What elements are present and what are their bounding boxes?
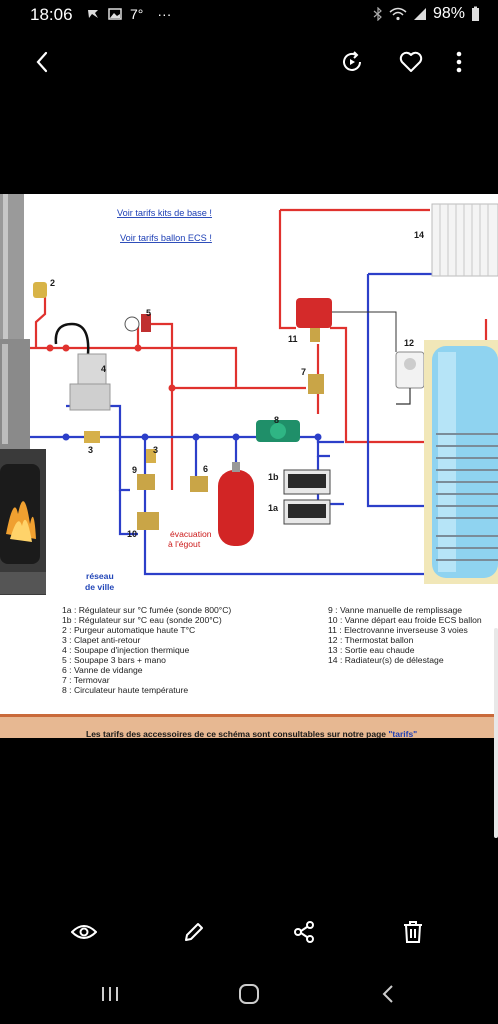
- remaster-button[interactable]: [330, 40, 374, 84]
- wifi-icon: [389, 7, 407, 21]
- reseau-label-1: réseau: [86, 571, 114, 581]
- label-12: 12: [404, 338, 414, 348]
- recents-icon: [102, 987, 118, 1001]
- legend-item: 3 : Clapet anti-retour: [62, 635, 140, 645]
- label-5: 5: [146, 308, 151, 318]
- legend-item: 11 : Electrovanne inverseuse 3 voies: [328, 625, 468, 635]
- hot-water-tank: [424, 340, 498, 584]
- legend-item: 9 : Vanne manuelle de remplissage: [328, 605, 462, 615]
- legend-item: 14 : Radiateur(s) de délestage: [328, 655, 444, 665]
- evacuation-label-2: à l'égout: [168, 539, 201, 549]
- air-vent-2: [33, 282, 47, 298]
- label-1a: 1a: [268, 503, 279, 513]
- label-3a: 3: [88, 445, 93, 455]
- label-3b: 3: [153, 445, 158, 455]
- viewer-top-bar: [0, 40, 498, 84]
- label-10: 10: [127, 529, 137, 539]
- home-button[interactable]: [227, 974, 271, 1014]
- pipe-junctions: [46, 344, 322, 441]
- bluetooth-icon: [373, 7, 382, 21]
- legend-right: 9 : Vanne manuelle de remplissage 10 : V…: [328, 605, 482, 665]
- heating-schematic: Voir tarifs kits de base ! Voir tarifs b…: [0, 194, 498, 738]
- back-arrow-icon: [36, 51, 48, 73]
- pressure-gauge-5: [124, 316, 140, 332]
- battery-icon: [472, 6, 479, 21]
- notification-icons: 7° ···: [86, 6, 171, 22]
- status-bar: 18:06 7° ··· 98%: [0, 0, 498, 32]
- check-valve-3b: [146, 449, 156, 463]
- radiator-14: [431, 203, 498, 277]
- back-nav-button[interactable]: [366, 974, 410, 1014]
- legend-item: 1a : Régulateur sur °C fumée (sonde 800°…: [62, 605, 231, 615]
- more-vert-icon: [456, 51, 462, 73]
- pencil-icon: [185, 923, 203, 941]
- back-button[interactable]: [20, 40, 64, 84]
- legend-item: 6 : Vanne de vidange: [62, 665, 143, 675]
- edit-button[interactable]: [172, 910, 216, 954]
- legend-item: 4 : Soupape d'injection thermique: [62, 645, 190, 655]
- viewer-bottom-bar: [0, 904, 498, 960]
- battery-level: 98%: [432, 5, 465, 22]
- legend-item: 5 : Soupape 3 bars + mano: [62, 655, 166, 665]
- legend-item: 1b : Régulateur sur °C eau (sonde 200°C): [62, 615, 222, 625]
- heart-icon: [399, 51, 423, 72]
- ecs-valve-10: [137, 512, 159, 530]
- home-icon: [239, 984, 259, 1004]
- more-options-button[interactable]: [437, 40, 481, 84]
- termovar-7: [308, 374, 324, 394]
- scroll-indicator[interactable]: [494, 628, 498, 838]
- label-11: 11: [288, 334, 298, 344]
- label-9: 9: [132, 465, 137, 475]
- delete-button[interactable]: [391, 910, 435, 954]
- legend-item: 13 : Sortie eau chaude: [328, 645, 415, 655]
- reseau-label-2: de ville: [85, 582, 114, 592]
- footer-text-main: Les tarifs des accessoires de ce schéma …: [86, 729, 388, 738]
- fan-icon: [88, 10, 98, 18]
- share-icon: [294, 921, 314, 943]
- label-4: 4: [101, 364, 106, 374]
- footer-text: Les tarifs des accessoires de ce schéma …: [86, 729, 417, 738]
- label-8: 8: [274, 415, 279, 425]
- label-1b: 1b: [268, 472, 279, 482]
- share-button[interactable]: [282, 910, 326, 954]
- recents-button[interactable]: [88, 974, 132, 1014]
- label-2: 2: [50, 278, 55, 288]
- label-7: 7: [301, 367, 306, 377]
- expansion-vessel: [218, 470, 254, 546]
- photo-view[interactable]: Voir tarifs kits de base ! Voir tarifs b…: [0, 194, 498, 738]
- system-icons: 98%: [373, 5, 480, 23]
- link-kits[interactable]: Voir tarifs kits de base !: [117, 208, 212, 218]
- eye-icon: [71, 925, 97, 939]
- link-ballon[interactable]: Voir tarifs ballon ECS !: [120, 233, 212, 243]
- legend-item: 10 : Vanne départ eau froide ECS ballon: [328, 615, 482, 625]
- system-nav-bar: [0, 966, 498, 1024]
- weather-temperature: 7°: [130, 6, 144, 22]
- footer-strip: [0, 716, 498, 738]
- more-notifications: ···: [157, 6, 172, 22]
- check-valve-3a: [84, 431, 100, 443]
- details-button[interactable]: [62, 910, 106, 954]
- evacuation-label-1: évacuation: [170, 529, 212, 539]
- favorite-button[interactable]: [389, 40, 433, 84]
- footer-link-tarifs[interactable]: "tarifs": [388, 729, 417, 738]
- drain-valve-6: [190, 476, 208, 492]
- status-time: 18:06: [30, 5, 73, 24]
- label-14: 14: [414, 230, 424, 240]
- thermal-valve-4: [77, 353, 107, 385]
- trash-icon: [404, 921, 422, 943]
- legend-item: 12 : Thermostat ballon: [328, 635, 414, 645]
- label-6: 6: [203, 464, 208, 474]
- gallery-icon: [108, 8, 122, 20]
- remaster-icon: [343, 51, 361, 71]
- legend-item: 7 : Termovar: [62, 675, 110, 685]
- legend-item: 8 : Circulateur haute température: [62, 685, 188, 695]
- three-way-valve-11: [296, 298, 332, 328]
- signal-icon: [413, 8, 426, 20]
- back-icon: [382, 985, 393, 1003]
- legend-left: 1a : Régulateur sur °C fumée (sonde 800°…: [62, 605, 231, 695]
- legend-item: 2 : Purgeur automatique haute T°C: [62, 625, 195, 635]
- fill-valve-9: [137, 474, 155, 490]
